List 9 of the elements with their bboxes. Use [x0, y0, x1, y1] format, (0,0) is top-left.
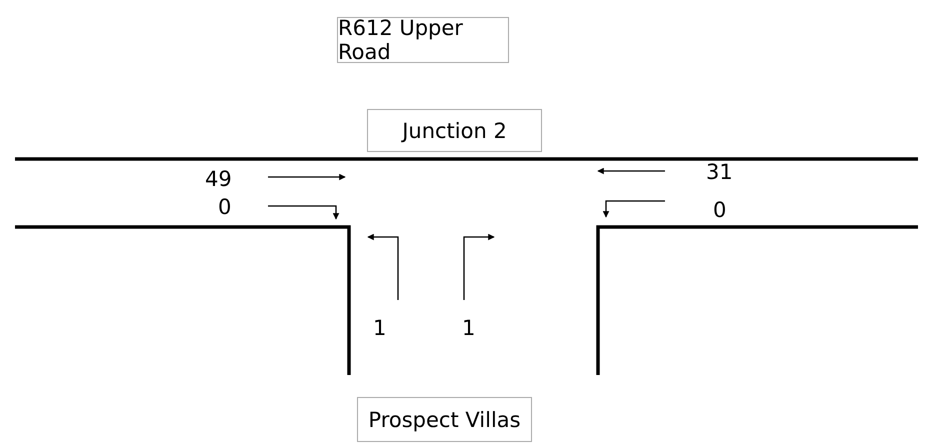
traffic-count: 49: [205, 167, 232, 191]
traffic-count: 0: [713, 198, 726, 222]
road-name-box: Junction 2: [367, 109, 542, 152]
traffic-count: 1: [462, 316, 476, 340]
road-name-box: Prospect Villas: [357, 397, 532, 442]
traffic-count: 1: [373, 316, 386, 340]
traffic-count: 0: [218, 195, 232, 219]
traffic-count: 31: [706, 160, 733, 184]
road-name-box: R612 Upper Road: [337, 17, 509, 63]
